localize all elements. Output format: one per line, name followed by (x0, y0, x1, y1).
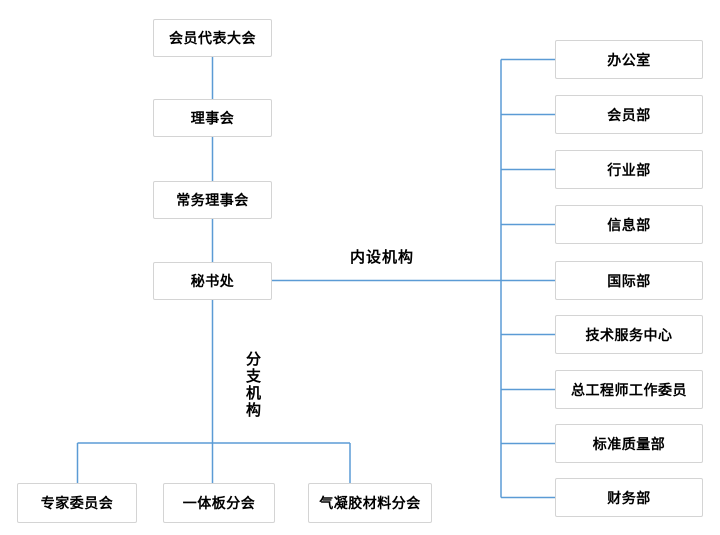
internal-dept-node-standards-quality: 标准质量部 (555, 424, 703, 463)
internal-dept-node-membership: 会员部 (555, 95, 703, 134)
chain-node-council: 理事会 (153, 99, 272, 137)
branch-node-integrated-board: 一体板分会 (163, 483, 275, 523)
internal-dept-node-industry: 行业部 (555, 150, 703, 189)
internal-dept-node-office: 办公室 (555, 40, 703, 79)
chain-node-member-congress: 会员代表大会 (153, 19, 272, 57)
branch-orgs-label: 分支机构 (244, 351, 261, 419)
internal-dept-node-international: 国际部 (555, 261, 703, 300)
internal-orgs-label: 内设机构 (350, 249, 415, 266)
internal-dept-node-finance: 财务部 (555, 478, 703, 517)
internal-dept-node-tech-service: 技术服务中心 (555, 315, 703, 354)
branch-node-aerogel-materials: 气凝胶材料分会 (308, 483, 432, 523)
chain-node-secretariat: 秘书处 (153, 262, 272, 300)
internal-dept-node-chief-engineer: 总工程师工作委员 (555, 370, 703, 409)
internal-dept-node-information: 信息部 (555, 205, 703, 244)
branch-node-expert-committee: 专家委员会 (17, 483, 137, 523)
chain-node-standing-council: 常务理事会 (153, 181, 272, 219)
